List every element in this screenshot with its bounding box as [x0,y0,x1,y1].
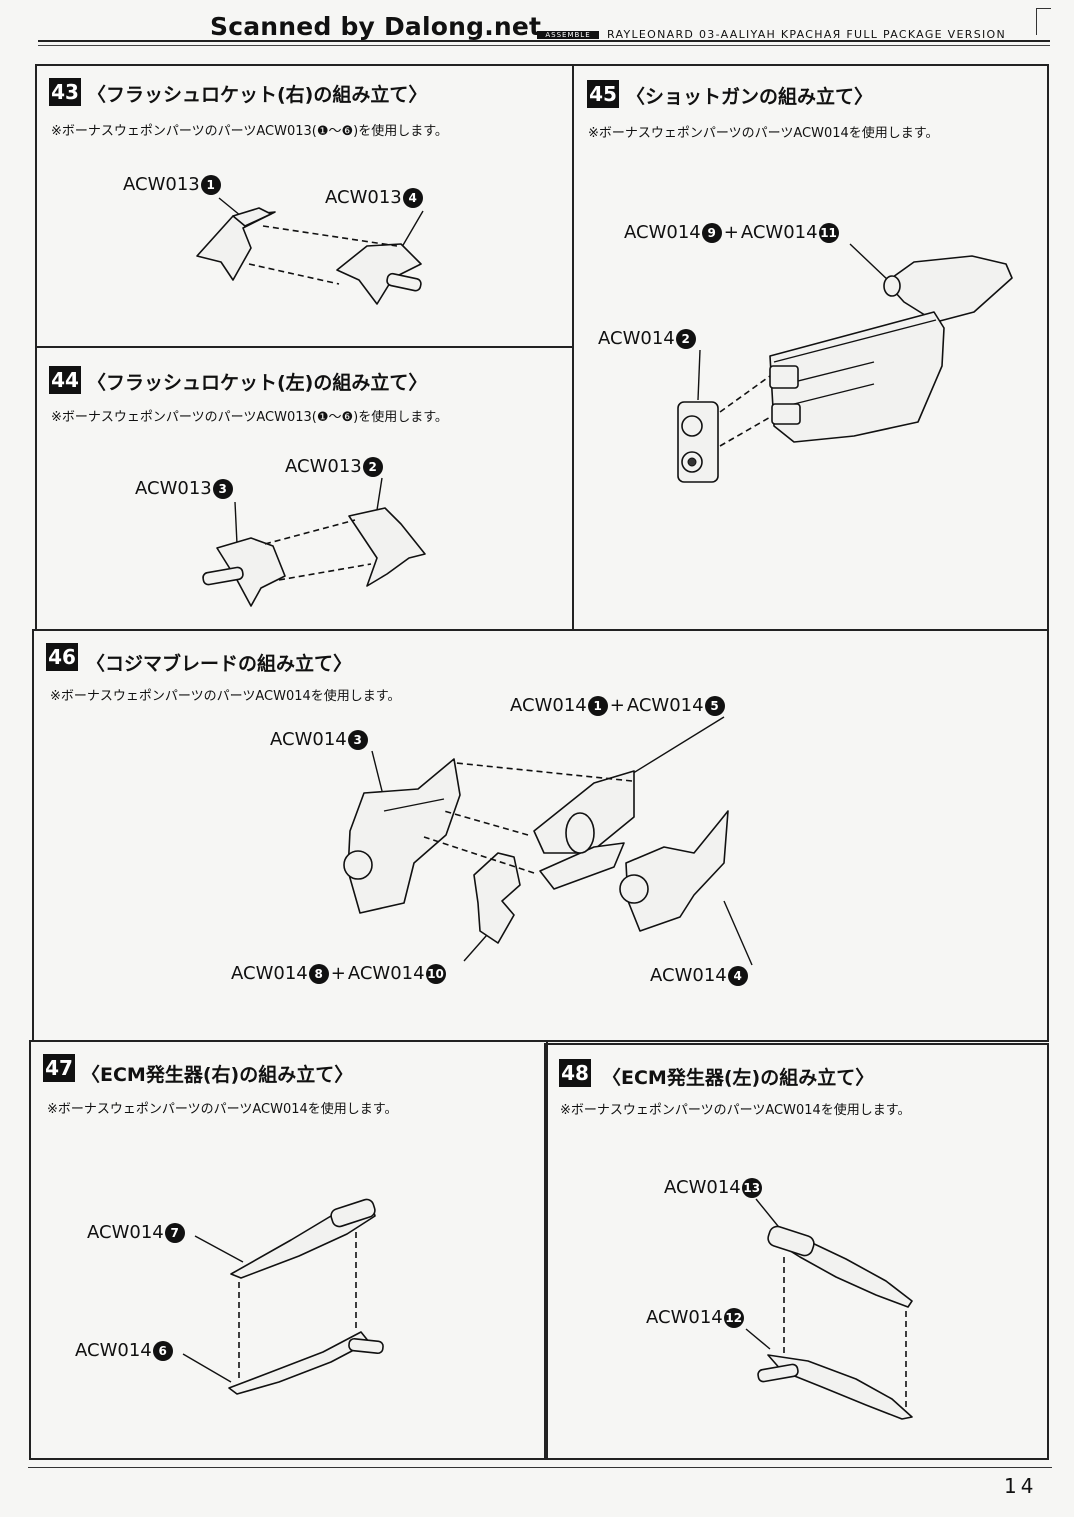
assemble-badge: ASSEMBLE [537,31,599,39]
part-number-badge: 5 [704,696,725,716]
part-number-badge: 11 [818,223,839,243]
part-code: ACW014 [231,963,308,984]
step-note: ※ボーナスウェポンパーツのパーツACW014を使用します。 [47,1102,398,1117]
part-number-badge: 2 [362,457,383,477]
part-code: ACW014 [598,328,675,349]
part-code: ACW014 [664,1177,741,1198]
header-corner-mark [1036,8,1051,35]
plus-sign: + [609,695,625,716]
part-code: ACW014 [75,1340,152,1361]
part-number-badge: 7 [164,1223,185,1243]
part-code: ACW014 [270,729,347,750]
part-number-badge: 4 [402,188,423,208]
part-code: ACW014 [87,1222,164,1243]
step-note: ※ボーナスウェポンパーツのパーツACW014を使用します。 [50,689,401,704]
step-46-panel: 46 〈コジマブレードの組み立て〉 ※ボーナスウェポンパーツのパーツACW014… [32,629,1049,1042]
part-code: ACW014 [624,222,701,243]
ecm-generator-left-diagram [745,1198,913,1420]
header-rule-thin [38,45,1050,46]
step-43-panel: 43 〈フラッシュロケット(右)の組み立て〉 ※ボーナスウェポンパーツのパーツA… [35,64,574,348]
part-code: ACW014 [646,1307,723,1328]
step-title: 〈コジマブレードの組み立て〉 [86,653,353,675]
plus-sign: + [330,963,346,984]
part-number-badge: 3 [212,479,233,499]
part-number-badge: 1 [200,175,221,195]
step-48-panel: 48 〈ECM発生器(左)の組み立て〉 ※ボーナスウェポンパーツのパーツACW0… [544,1043,1049,1460]
flash-rocket-left-diagram [202,477,426,607]
header-rule [38,40,1050,42]
step-note: ※ボーナスウェポンパーツのパーツACW014を使用します。 [560,1103,911,1118]
step-44-panel: 44 〈フラッシュロケット(左)の組み立て〉 ※ボーナスウェポンパーツのパーツA… [35,346,574,631]
part-number-badge: 13 [741,1178,762,1198]
step-number: 44 [49,366,81,394]
part-number-badge: 2 [675,329,696,349]
flash-rocket-right-diagram [196,197,424,305]
part-code: ACW013 [123,174,200,195]
part-number-badge: 6 [152,1341,173,1361]
part-number-badge: 3 [347,730,368,750]
step-title: 〈フラッシュロケット(左)の組み立て〉 [87,372,428,394]
ecm-generator-right-diagram [182,1198,384,1395]
step-number: 46 [46,643,78,671]
step-note: ※ボーナスウェポンパーツのパーツACW013(❶〜❻)を使用します。 [51,124,448,139]
step-title: 〈フラッシュロケット(右)の組み立て〉 [87,84,428,106]
scan-credit: Scanned by Dalong.net [210,12,542,41]
step-note: ※ボーナスウェポンパーツのパーツACW014を使用します。 [588,126,939,141]
footer-rule [28,1467,1052,1468]
manual-title: RAYLEONARD 03-AALIYAH KPACHAЯ FULL PACKA… [607,28,1007,41]
step-note: ※ボーナスウェポンパーツのパーツACW013(❶〜❻)を使用します。 [51,410,448,425]
step-title: 〈ショットガンの組み立て〉 [626,86,874,108]
part-code: ACW013 [135,478,212,499]
step-number: 43 [49,78,81,106]
step-number: 45 [587,80,619,108]
part-code: ACW014 [740,222,818,243]
part-code: ACW014 [347,963,425,984]
part-number-badge: 9 [701,223,722,243]
part-code: ACW014 [626,695,704,716]
part-code: ACW013 [325,187,402,208]
step-45-panel: 45 〈ショットガンの組み立て〉 ※ボーナスウェポンパーツのパーツACW014を… [572,64,1049,631]
page-number: 14 [1004,1474,1038,1498]
part-code: ACW014 [650,965,727,986]
kojima-blade-diagram [343,716,753,966]
part-number-badge: 10 [425,964,446,984]
step-number: 48 [559,1059,591,1087]
shotgun-diagram [677,243,1013,483]
part-code: ACW013 [285,456,362,477]
step-title: 〈ECM発生器(左)の組み立て〉 [602,1067,875,1089]
step-title: 〈ECM発生器(右)の組み立て〉 [81,1064,354,1086]
part-number-badge: 1 [587,696,608,716]
step-47-panel: 47 〈ECM発生器(右)の組み立て〉 ※ボーナスウェポンパーツのパーツACW0… [29,1040,548,1460]
part-number-badge: 12 [723,1308,744,1328]
part-number-badge: 8 [308,964,329,984]
part-number-badge: 4 [727,966,748,986]
plus-sign: + [723,222,739,243]
part-code: ACW014 [510,695,587,716]
step-number: 47 [43,1054,75,1082]
